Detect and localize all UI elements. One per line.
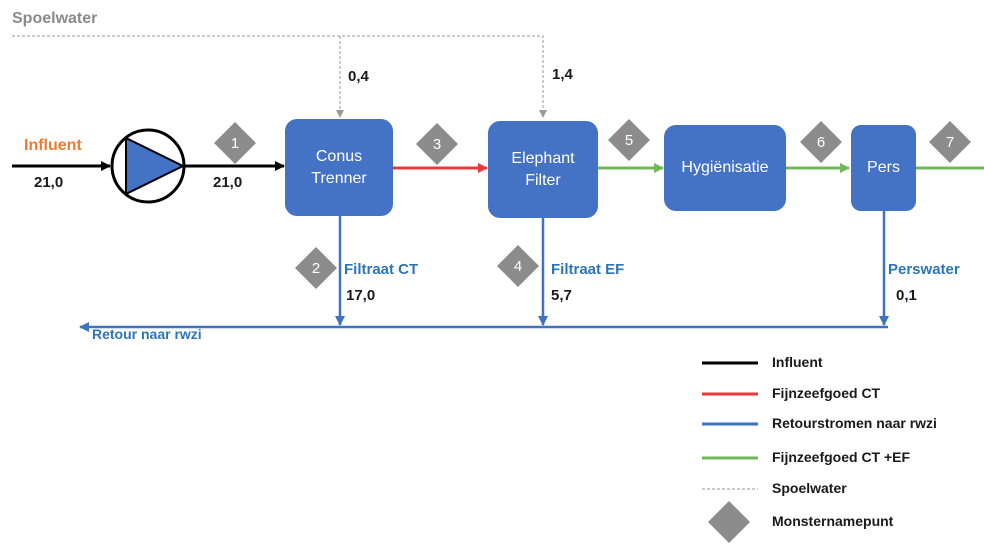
legend-influent: Influent — [772, 354, 823, 370]
sample-point-2-icon — [295, 247, 337, 289]
legend-spoelwater: Spoelwater — [772, 480, 847, 496]
spoelwater-ef-value: 1,4 — [552, 66, 573, 83]
influent-label: Influent — [24, 137, 82, 154]
perswater-value: 0,1 — [896, 287, 917, 304]
sample-point-1-label: 1 — [230, 134, 240, 152]
sample-point-6-icon — [800, 121, 842, 163]
sample-point-7-label: 7 — [945, 133, 955, 151]
sample-point-7-icon — [929, 121, 971, 163]
filtraat-ct-label: Filtraat CT — [344, 261, 419, 278]
legend-diamond-icon — [708, 501, 750, 543]
perswater-label: Perswater — [888, 261, 960, 278]
sample-point-4-label: 4 — [513, 257, 523, 275]
sample-point-6-label: 6 — [816, 133, 826, 151]
sample-point-1-icon — [214, 122, 256, 164]
sample-point-4-icon — [497, 245, 539, 287]
legend-fijnzeefgoed-ct: Fijnzeefgoed CT — [772, 385, 881, 401]
legend-retourstromen: Retourstromen naar rwzi — [772, 415, 937, 431]
retour-lines — [79, 211, 889, 332]
filtraat-ef-label: Filtraat EF — [551, 261, 625, 278]
process-conus-trenner: Conus Trenner — [285, 119, 393, 216]
filtraat-ct-value: 17,0 — [346, 287, 376, 304]
process-pers: Pers — [851, 125, 916, 211]
filtraat-ef-value: 5,7 — [551, 287, 572, 304]
legend-monsternamepunt: Monsternamepunt — [772, 513, 894, 529]
legend-symbols — [702, 361, 758, 543]
sample-point-3-label: 3 — [432, 135, 442, 153]
sample-point-5-icon — [608, 119, 650, 161]
process-elephant-filter: Elephant Filter — [488, 121, 598, 218]
sample-point-2-label: 2 — [311, 259, 321, 277]
spoelwater-lines — [12, 35, 547, 118]
pump-out-value: 21,0 — [213, 174, 243, 191]
process-hygienisatie: Hygiënisatie — [664, 125, 786, 211]
spoelwater-ct-value: 0,4 — [348, 68, 369, 85]
sample-point-5-label: 5 — [624, 131, 634, 149]
pump-icon — [110, 128, 186, 204]
influent-in-value: 21,0 — [34, 174, 64, 191]
legend-fijnzeefgoed-ct-ef: Fijnzeefgoed CT +EF — [772, 449, 911, 465]
sample-point-3-icon — [416, 123, 458, 165]
spoelwater-title: Spoelwater — [12, 10, 98, 27]
retour-label: Retour naar rwzi — [92, 326, 202, 342]
